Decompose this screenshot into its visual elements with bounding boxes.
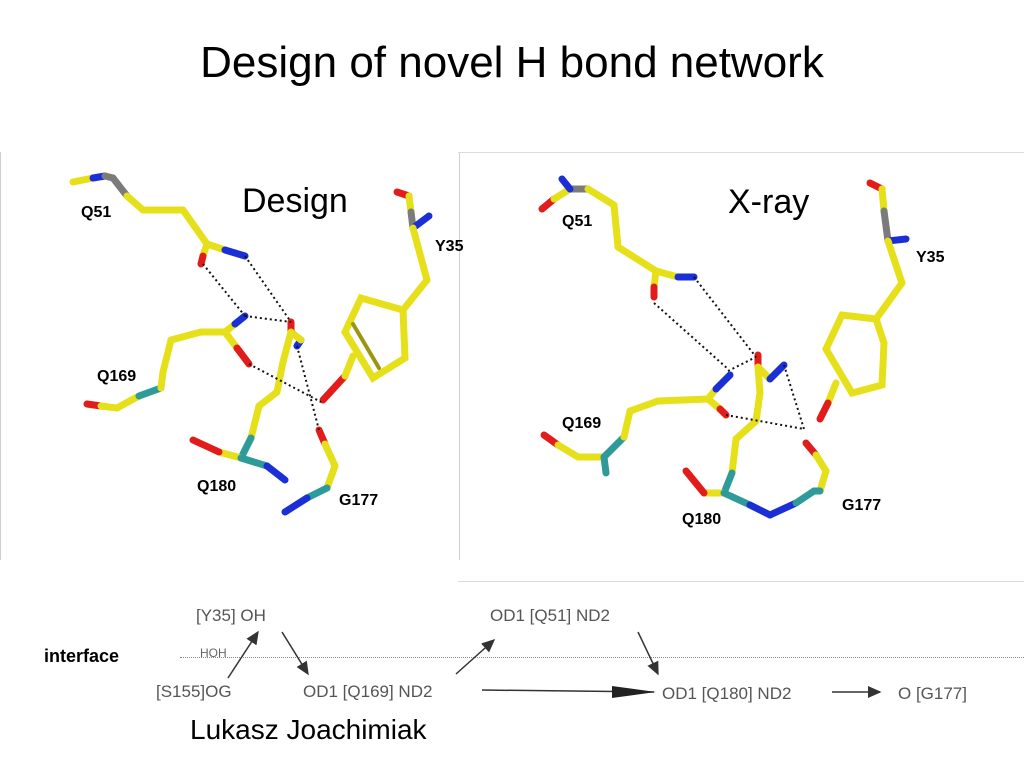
design-y35-residue [319, 188, 433, 404]
arrow-s155-to-y35 [227, 630, 259, 679]
design-q169-residue [83, 312, 253, 412]
author-name: Lukasz Joachimiak [190, 714, 427, 745]
xray-q180-residue [682, 351, 818, 519]
design-hbonds [202, 255, 322, 431]
design-q51-residue [69, 172, 249, 268]
xray-label-y35: Y35 [916, 249, 945, 266]
xray-hbonds [653, 276, 805, 430]
xray-q51-residue [538, 175, 698, 301]
design-label-g177: G177 [339, 492, 379, 509]
xray-label-q180: Q180 [682, 511, 722, 528]
network-node-q51: OD1 [Q51] ND2 [490, 606, 610, 625]
arrow-q169-to-q51 [455, 638, 496, 675]
network-node-g177: O [G177] [898, 684, 967, 703]
network-node-q180: OD1 [Q180] ND2 [662, 684, 792, 703]
xray-label-q169: Q169 [562, 415, 602, 432]
arrow-q51-to-q180 [637, 631, 659, 676]
network-node-q169: OD1 [Q169] ND2 [303, 682, 433, 701]
slide-title: Design of novel H bond network [200, 38, 824, 87]
xray-label-q51: Q51 [562, 213, 593, 230]
network-node-s155: [S155]OG [156, 682, 232, 701]
arrow-q169-to-q180-head [612, 686, 656, 698]
design-panel: Design [0, 152, 464, 560]
network-node-y35: [Y35] OH [196, 606, 266, 625]
xray-panel: X-ray [458, 152, 1024, 582]
design-panel-title: Design [242, 182, 348, 220]
arrow-y35-to-q169 [281, 631, 309, 676]
design-g177-residue [281, 426, 339, 516]
interface-label: interface [44, 646, 120, 666]
xray-label-g177: G177 [842, 497, 882, 514]
interface-line [180, 657, 1024, 658]
design-structure [69, 172, 433, 516]
xray-y35-residue [816, 179, 910, 423]
xray-panel-title: X-ray [728, 183, 810, 221]
xray-g177-residue [802, 439, 830, 495]
xray-q169-residue [540, 371, 734, 477]
design-label-y35: Y35 [435, 238, 464, 255]
design-q180-residue [189, 318, 305, 484]
design-label-q180: Q180 [197, 478, 237, 495]
design-label-q169: Q169 [97, 368, 137, 385]
xray-structure [538, 175, 910, 519]
network-hoh: HOH [200, 646, 227, 660]
design-label-q51: Q51 [81, 204, 112, 221]
